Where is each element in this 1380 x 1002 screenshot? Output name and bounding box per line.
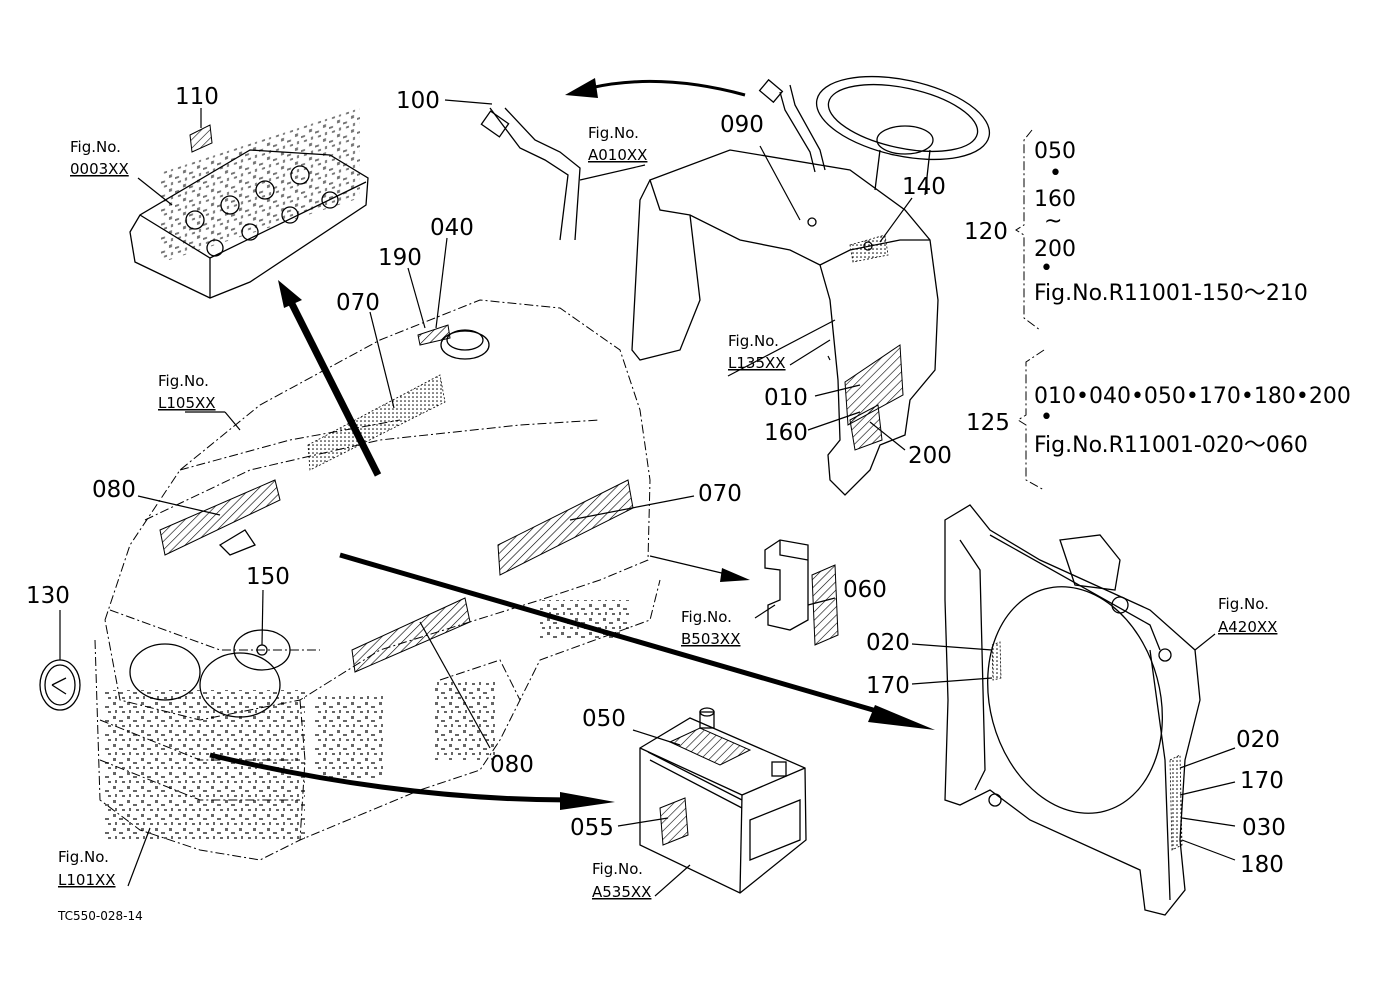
label-170-right: 170 [1240, 768, 1284, 794]
bracket-125-dot: • [1040, 405, 1053, 430]
bracket-120-dot1: • [1049, 161, 1062, 186]
label-180: 180 [1240, 852, 1284, 878]
dash-panel-drawing [631, 149, 939, 496]
label-020-right: 020 [1236, 727, 1280, 753]
figref-0003xx-title: Fig.No. [70, 138, 121, 156]
hood-drawing [94, 299, 661, 861]
figref-b503xx: B503XX [681, 630, 740, 648]
label-190: 190 [378, 245, 422, 271]
label-130: 130 [26, 583, 70, 609]
figref-a535xx-title: Fig.No. [592, 860, 643, 878]
label-170-left: 170 [866, 673, 910, 699]
figref-l101xx: L101XX [58, 871, 116, 889]
curved-arrow-top [589, 79, 746, 97]
label-060: 060 [843, 577, 887, 603]
figref-l135xx: L135XX [728, 354, 786, 372]
decal-060 [811, 564, 839, 646]
label-080-bottom: 080 [490, 752, 534, 778]
label-040: 040 [430, 215, 474, 241]
arrow-to-battery [209, 752, 571, 803]
label-070-right: 070 [698, 481, 742, 507]
cylinder-head-drawing [129, 108, 369, 299]
label-050-battery: 050 [582, 706, 626, 732]
radiator-shroud-drawing [944, 504, 1201, 916]
label-010-dash: 010 [764, 385, 808, 411]
label-020-left: 020 [866, 630, 910, 656]
label-125: 125 [966, 410, 1010, 436]
bracket-125-line1: 010•040•050•170•180•200 [1034, 384, 1351, 409]
figref-l105xx-title: Fig.No. [158, 372, 209, 390]
label-110: 110 [175, 84, 219, 110]
label-200-dash: 200 [908, 443, 952, 469]
bracket-120-line2: 160 [1034, 187, 1076, 212]
bracket-120-figref: Fig.No.R11001-150～210 [1034, 281, 1308, 306]
figref-a010xx: A010XX [588, 146, 647, 164]
bracket-120-line3: 200 [1034, 237, 1076, 262]
arrow-to-cylinder-head [286, 298, 382, 477]
label-080-left: 080 [92, 477, 136, 503]
figref-a420xx-title: Fig.No. [1218, 595, 1269, 613]
bracket-group-125: 125 010•040•050•170•180•200 • Fig.No.R11… [966, 349, 1351, 491]
arrow-to-radiator-shroud [339, 552, 881, 715]
figref-0003xx: 0003XX [70, 160, 129, 178]
label-100: 100 [396, 88, 440, 114]
figref-a010xx-title: Fig.No. [588, 124, 639, 142]
bracket-125-figref: Fig.No.R11001-020～060 [1034, 433, 1308, 458]
bracket-b503-drawing [764, 539, 809, 631]
label-070-top: 070 [336, 290, 380, 316]
figref-a420xx: A420XX [1218, 618, 1277, 636]
leader-lines [59, 145, 1236, 897]
emblem-130 [39, 659, 81, 711]
label-140: 140 [902, 174, 946, 200]
label-055: 055 [570, 815, 614, 841]
figref-l135xx-title: Fig.No. [728, 332, 779, 350]
bracket-120-tilde: ~ [1044, 209, 1062, 234]
figref-l101xx-title: Fig.No. [58, 848, 109, 866]
label-120: 120 [964, 219, 1008, 245]
label-150: 150 [246, 564, 290, 590]
bracket-120-line1: 050 [1034, 139, 1076, 164]
label-110-decal [189, 124, 213, 153]
figref-l105xx: L105XX [158, 394, 216, 412]
label-030: 030 [1242, 815, 1286, 841]
drawing-code: TC550-028-14 [57, 909, 143, 923]
bracket-120-dot2: • [1040, 256, 1053, 281]
steering-column-drawing [480, 78, 826, 241]
figref-b503xx-title: Fig.No. [681, 608, 732, 626]
label-090: 090 [720, 112, 764, 138]
steering-wheel-drawing [815, 75, 991, 196]
label-160-dash: 160 [764, 420, 808, 446]
bracket-group-120: 120 050 • 160 ~ 200 • Fig.No.R11001-150～… [964, 129, 1308, 331]
figref-a535xx: A535XX [592, 883, 651, 901]
battery-drawing [639, 707, 807, 894]
